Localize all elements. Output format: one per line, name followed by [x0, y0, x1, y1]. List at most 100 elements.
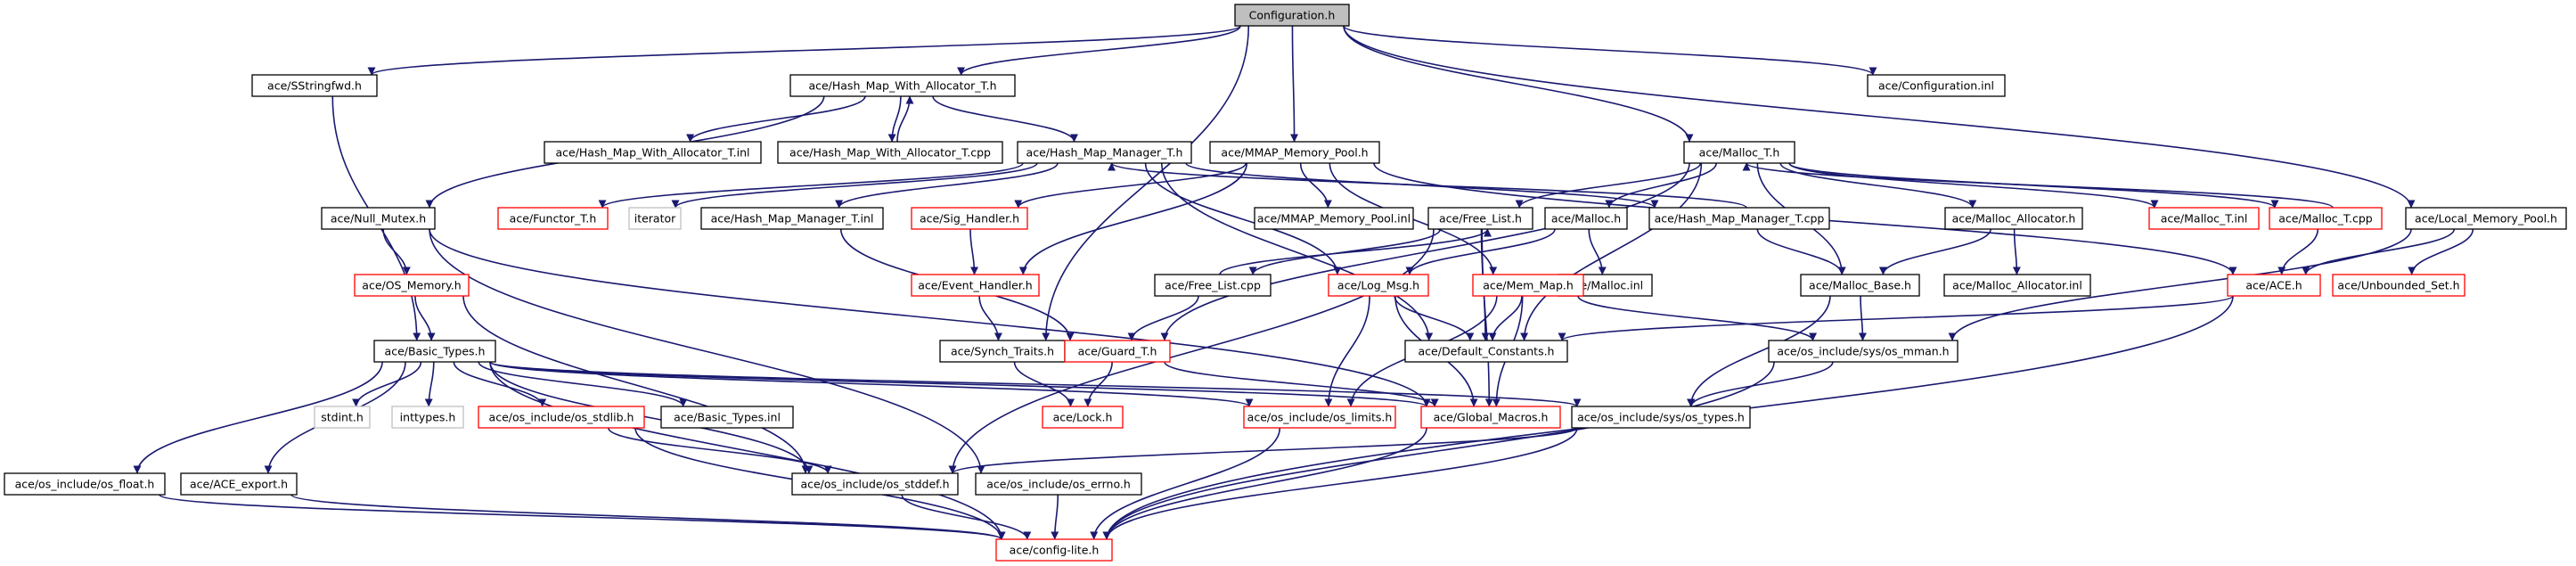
node-malloc-h[interactable]: ace/Malloc.h: [1544, 207, 1628, 230]
node-box: [2332, 274, 2466, 297]
node-os-stdlib-h[interactable]: ace/os_include/os_stdlib.h: [478, 406, 645, 429]
node-hash-map-manager-t-cpp[interactable]: ace/Hash_Map_Manager_T.cpp: [1648, 207, 1830, 230]
node-box: [497, 207, 609, 230]
node-box: [321, 207, 436, 230]
node-label: ace/ACE.h: [2245, 279, 2302, 292]
node-hash-map-manager-t-h[interactable]: ace/Hash_Map_Manager_T.h: [1017, 141, 1192, 164]
node-hash-map-with-allocator-t-cpp[interactable]: ace/Hash_Map_With_Allocator_T.cpp: [777, 141, 1003, 164]
edge-malloc-base-h-to-os-mman-h: [1858, 295, 1867, 341]
edge-os-float-h-to-config-lite-h: [159, 494, 1006, 540]
edge-malloc-h-to-malloc-inl: [1588, 228, 1607, 275]
edge-malloc-h-to-log-msg-h: [1405, 228, 1556, 275]
edge-hash-map-manager-t-h-to-functor-t-h: [598, 162, 1024, 209]
node-malloc-allocator-inl[interactable]: ace/Malloc_Allocator.inl: [1943, 274, 2091, 297]
node-box: [911, 274, 1040, 297]
node-configuration-h[interactable]: Configuration.h: [1234, 4, 1350, 27]
node-malloc-t-h[interactable]: ace/Malloc_T.h: [1683, 141, 1795, 164]
node-iterator[interactable]: iterator: [628, 207, 682, 230]
node-box: [2405, 207, 2567, 230]
node-box: [1867, 74, 2006, 97]
edge-hash-map-manager-t-h-to-default-constants-h: [1160, 162, 1434, 341]
node-config-lite-h[interactable]: ace/config-lite.h: [995, 538, 1113, 562]
node-box: [1544, 207, 1628, 230]
node-basic-types-h[interactable]: ace/Basic_Types.h: [373, 340, 496, 363]
node-label: ace/Default_Constants.h: [1419, 345, 1555, 358]
node-sstringfwd-h[interactable]: ace/SStringfwd.h: [251, 74, 378, 97]
node-box: [939, 340, 1066, 363]
node-free-list-cpp[interactable]: ace/Free_List.cpp: [1154, 274, 1272, 297]
node-os-float-h[interactable]: ace/os_include/os_float.h: [4, 472, 166, 496]
node-label: ace/Synch_Traits.h: [951, 345, 1054, 358]
node-configuration-inl[interactable]: ace/Configuration.inl: [1867, 74, 2006, 97]
edge-os-memory-h-to-basic-types-h: [414, 295, 436, 341]
node-label: ace/Lock.h: [1053, 411, 1113, 424]
node-label: ace/Hash_Map_With_Allocator_T.cpp: [789, 146, 991, 160]
node-box: [1768, 340, 1959, 363]
node-hash-map-with-allocator-t-inl[interactable]: ace/Hash_Map_With_Allocator_T.inl: [544, 141, 762, 164]
node-os-mman-h[interactable]: ace/os_include/sys/os_mman.h: [1768, 340, 1959, 363]
node-log-msg-h[interactable]: ace/Log_Msg.h: [1328, 274, 1429, 297]
node-ace-h[interactable]: ace/ACE.h: [2227, 274, 2321, 297]
node-box: [354, 274, 470, 297]
node-unbounded-set-h[interactable]: ace/Unbounded_Set.h: [2332, 274, 2466, 297]
edge-malloc-t-cpp-to-malloc-t-h: [1742, 162, 2334, 209]
node-label: ace/os_include/sys/os_types.h: [1577, 411, 1745, 424]
node-malloc-t-cpp[interactable]: ace/Malloc_T.cpp: [2269, 207, 2383, 230]
node-guard-t-h[interactable]: ace/Guard_T.h: [1064, 340, 1171, 363]
node-os-memory-h[interactable]: ace/OS_Memory.h: [354, 274, 470, 297]
node-box: [700, 207, 884, 230]
node-stdint-h[interactable]: stdint.h: [314, 406, 371, 429]
edge-configuration-h-to-mmap-memory-pool-h: [1290, 25, 1299, 143]
node-label: ace/Guard_T.h: [1078, 345, 1157, 358]
node-malloc-base-h[interactable]: ace/Malloc_Base.h: [1800, 274, 1920, 297]
node-label: ace/Free_List.cpp: [1165, 279, 1261, 292]
node-os-limits-h[interactable]: ace/os_include/os_limits.h: [1243, 406, 1396, 429]
node-box: [1648, 207, 1830, 230]
node-malloc-t-inl[interactable]: ace/Malloc_T.inl: [2148, 207, 2260, 230]
node-null-mutex-h[interactable]: ace/Null_Mutex.h: [321, 207, 436, 230]
node-ace-export-h[interactable]: ace/ACE_export.h: [180, 472, 298, 496]
edge-hash-map-manager-t-h-to-log-msg-h: [1144, 162, 1342, 275]
edge-hash-map-with-allocator-t-h-to-hash-map-manager-t-h: [932, 95, 1078, 143]
node-box: [791, 472, 959, 496]
node-basic-types-inl[interactable]: ace/Basic_Types.inl: [660, 406, 794, 429]
node-global-macros-h[interactable]: ace/Global_Macros.h: [1420, 406, 1561, 429]
edge-sig-handler-h-to-event-handler-h: [969, 228, 979, 275]
node-box: [373, 340, 496, 363]
edge-hash-map-manager-t-h-to-hash-map-manager-t-inl: [835, 162, 1059, 209]
node-label: ace/Mem_Map.h: [1483, 279, 1574, 292]
node-label: stdint.h: [321, 411, 364, 424]
node-malloc-allocator-h[interactable]: ace/Malloc_Allocator.h: [1944, 207, 2083, 230]
edge-null-mutex-h-to-os-errno-h: [429, 228, 985, 474]
edge-guard-t-h-to-lock-h: [1084, 361, 1113, 407]
node-box: [2148, 207, 2260, 230]
node-local-memory-pool-h[interactable]: ace/Local_Memory_Pool.h: [2405, 207, 2567, 230]
edge-free-list-cpp-to-guard-t-h: [1127, 295, 1199, 341]
node-default-constants-h[interactable]: ace/Default_Constants.h: [1404, 340, 1568, 363]
node-sig-handler-h[interactable]: ace/Sig_Handler.h: [911, 207, 1028, 230]
node-os-stddef-h[interactable]: ace/os_include/os_stddef.h: [791, 472, 959, 496]
node-label: ace/Hash_Map_With_Allocator_T.h: [808, 79, 996, 93]
node-box: [391, 406, 464, 429]
node-event-handler-h[interactable]: ace/Event_Handler.h: [911, 274, 1040, 297]
node-lock-h[interactable]: ace/Lock.h: [1042, 406, 1124, 429]
node-label: ace/Malloc_Base.h: [1809, 279, 1911, 292]
node-inttypes-h[interactable]: inttypes.h: [391, 406, 464, 429]
edge-mem-map-h-to-os-mman-h: [1577, 295, 1817, 341]
node-hash-map-with-allocator-t-h[interactable]: ace/Hash_Map_With_Allocator_T.h: [789, 74, 1016, 97]
node-synch-traits-h[interactable]: ace/Synch_Traits.h: [939, 340, 1066, 363]
node-os-types-h[interactable]: ace/os_include/sys/os_types.h: [1571, 406, 1751, 429]
node-mmap-memory-pool-h[interactable]: ace/MMAP_Memory_Pool.h: [1209, 141, 1380, 164]
node-label: ace/ACE_export.h: [190, 478, 288, 491]
node-free-list-h[interactable]: ace/Free_List.h: [1427, 207, 1533, 230]
node-mmap-memory-pool-inl[interactable]: ace/MMAP_Memory_Pool.inl: [1254, 207, 1414, 230]
node-box: [1944, 207, 2083, 230]
node-os-errno-h[interactable]: ace/os_include/os_errno.h: [975, 472, 1142, 496]
node-mem-map-h[interactable]: ace/Mem_Map.h: [1472, 274, 1584, 297]
edge-basic-types-h-to-config-lite-h: [489, 361, 1006, 540]
node-functor-t-h[interactable]: ace/Functor_T.h: [497, 207, 609, 230]
node-box: [478, 406, 645, 429]
edge-local-memory-pool-h-to-os-mman-h: [1948, 228, 2412, 341]
node-hash-map-manager-t-inl[interactable]: ace/Hash_Map_Manager_T.inl: [700, 207, 884, 230]
node-box: [660, 406, 794, 429]
